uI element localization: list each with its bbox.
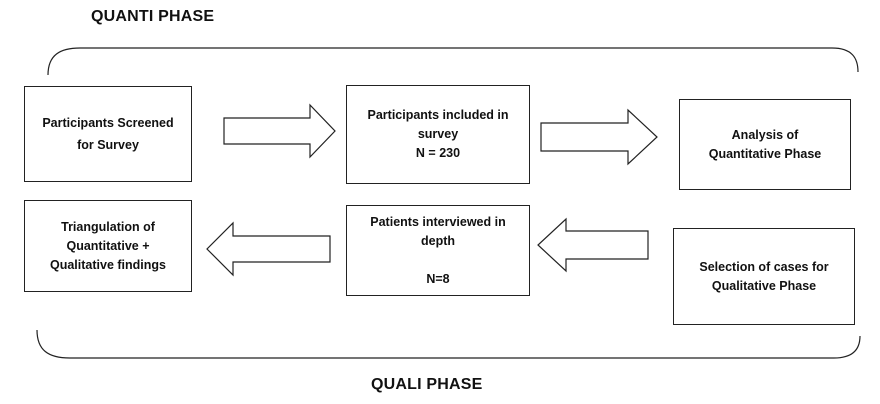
arrow-included-to-analysis — [540, 108, 658, 166]
node-text: Participants included in — [367, 108, 509, 122]
node-text: survey — [417, 127, 459, 141]
node-text: N=8 — [426, 271, 450, 286]
node-text: depth — [420, 233, 456, 248]
node-participants-screened: Participants Screened for Survey — [24, 86, 192, 182]
node-text: Selection of cases for — [699, 259, 829, 274]
node-patients-interviewed: Patients interviewed in depth N=8 — [346, 205, 530, 296]
node-text: for Survey — [77, 138, 139, 152]
quali-phase-brace — [36, 329, 861, 359]
node-analysis-quantitative: Analysis of Quantitative Phase — [679, 99, 851, 190]
node-text: Patients interviewed in — [370, 214, 506, 229]
node-text: Qualitative findings — [50, 257, 166, 272]
arrow-interviewed-to-triangulation — [206, 221, 331, 277]
arrow-screened-to-included — [223, 103, 336, 159]
node-text: Participants Screened — [42, 116, 174, 130]
node-text: N = 230 — [415, 146, 461, 160]
node-triangulation: Triangulation of Quantitative + Qualitat… — [24, 200, 192, 292]
node-selection-of-cases: Selection of cases for Qualitative Phase — [673, 228, 855, 325]
quanti-phase-label: QUANTI PHASE — [91, 8, 215, 25]
quali-phase-label: QUALI PHASE — [371, 376, 483, 393]
node-text: Analysis of — [731, 127, 799, 142]
node-participants-included: Participants included in survey N = 230 — [346, 85, 530, 184]
node-text: Triangulation of — [61, 219, 155, 234]
quanti-phase-brace — [47, 47, 859, 76]
arrow-selection-to-interviewed — [537, 217, 649, 273]
node-text: Qualitative Phase — [711, 278, 817, 293]
node-text: Quantitative + — [66, 238, 150, 253]
node-text: Quantitative Phase — [708, 146, 822, 161]
